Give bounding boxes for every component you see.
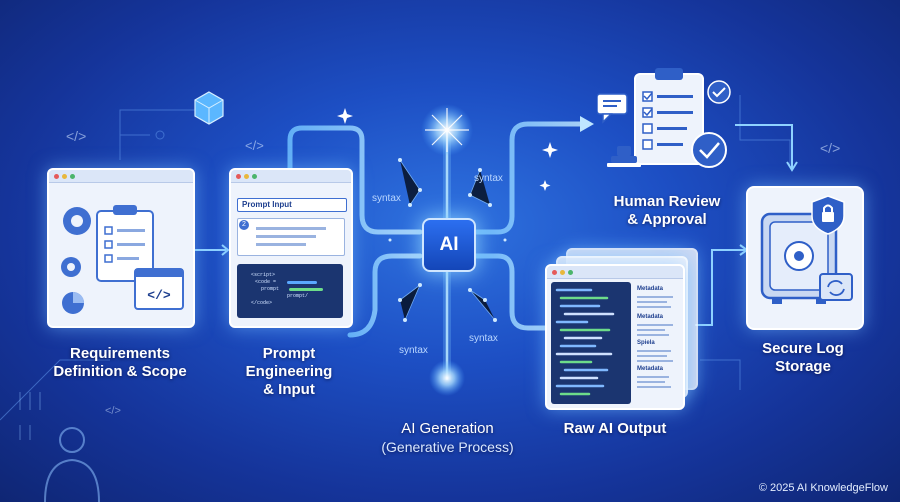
prompt-label: Prompt Engineering & Input <box>245 345 333 398</box>
code-glyph-bg-4: </> <box>105 405 121 417</box>
person-icon <box>44 427 100 502</box>
output-code-pane <box>551 282 631 404</box>
metadata-label-3: Spiela <box>637 340 655 346</box>
arrow-to-review <box>580 116 594 132</box>
stamp-icon <box>607 146 641 167</box>
syntax-label-1: syntax <box>372 193 401 204</box>
arrow-review-to-storage <box>735 124 793 168</box>
prompt-text-area[interactable] <box>237 218 345 256</box>
pie-chart-icon <box>62 292 84 314</box>
prompt-step-badge: 2 <box>239 220 249 230</box>
bottom-starburst <box>429 360 465 396</box>
human-review-label: Human Review & Approval <box>613 193 721 228</box>
ai-generation-label: AI Generation (Generative Process) <box>381 420 514 455</box>
code-icon: </> <box>134 268 184 310</box>
arrow-output-to-storage <box>695 249 745 326</box>
shield-lock-icon <box>811 195 845 235</box>
raw-output-label: Raw AI Output <box>563 420 667 437</box>
clipboard-icon <box>96 205 154 282</box>
requirements-window: </> <box>47 168 195 328</box>
prompt-window: Prompt Input 2 <script> <code = prompt p… <box>229 168 353 328</box>
cube-icon <box>194 91 224 125</box>
code-editor-panel: <script> <code = prompt prompt/ </code> <box>237 264 343 318</box>
copyright-text: © 2025 AI KnowledgeFlow <box>758 482 888 494</box>
safe-icon <box>760 212 838 304</box>
folder-sync-icon <box>819 273 853 301</box>
output-code-lines <box>555 288 615 396</box>
prompt-input-field[interactable]: Prompt Input <box>237 198 347 212</box>
secure-storage-label: Secure Log Storage <box>762 340 844 375</box>
secure-storage-card <box>746 186 864 330</box>
raw-output-window: Metadata Metadata Spiela Metadata <box>545 264 685 410</box>
check-badge-icon <box>691 80 731 168</box>
human-review-illustration <box>597 68 731 168</box>
requirements-illustration: </> <box>61 205 184 314</box>
requirements-label: Requirements Definition & Scope <box>53 345 187 380</box>
code-glyph-bg-3: </> <box>820 140 841 156</box>
svg-text:</>: </> <box>147 288 171 303</box>
metadata-lines <box>637 296 673 388</box>
syntax-label-2: syntax <box>474 173 503 184</box>
metadata-label-4: Metadata <box>637 366 664 372</box>
syntax-label-4: syntax <box>469 333 498 344</box>
safe-illustration <box>760 195 853 304</box>
checklist-icon <box>634 68 704 165</box>
code-glyph-bg-2: </> <box>245 138 264 153</box>
metadata-label-2: Metadata <box>637 314 664 320</box>
gear-icon <box>61 207 91 277</box>
code-glyph-bg-1: </> <box>66 128 87 144</box>
syntax-label-3: syntax <box>399 345 428 356</box>
chat-icon <box>597 93 628 124</box>
metadata-label-1: Metadata <box>637 286 664 292</box>
ai-chip: AI <box>422 218 476 272</box>
